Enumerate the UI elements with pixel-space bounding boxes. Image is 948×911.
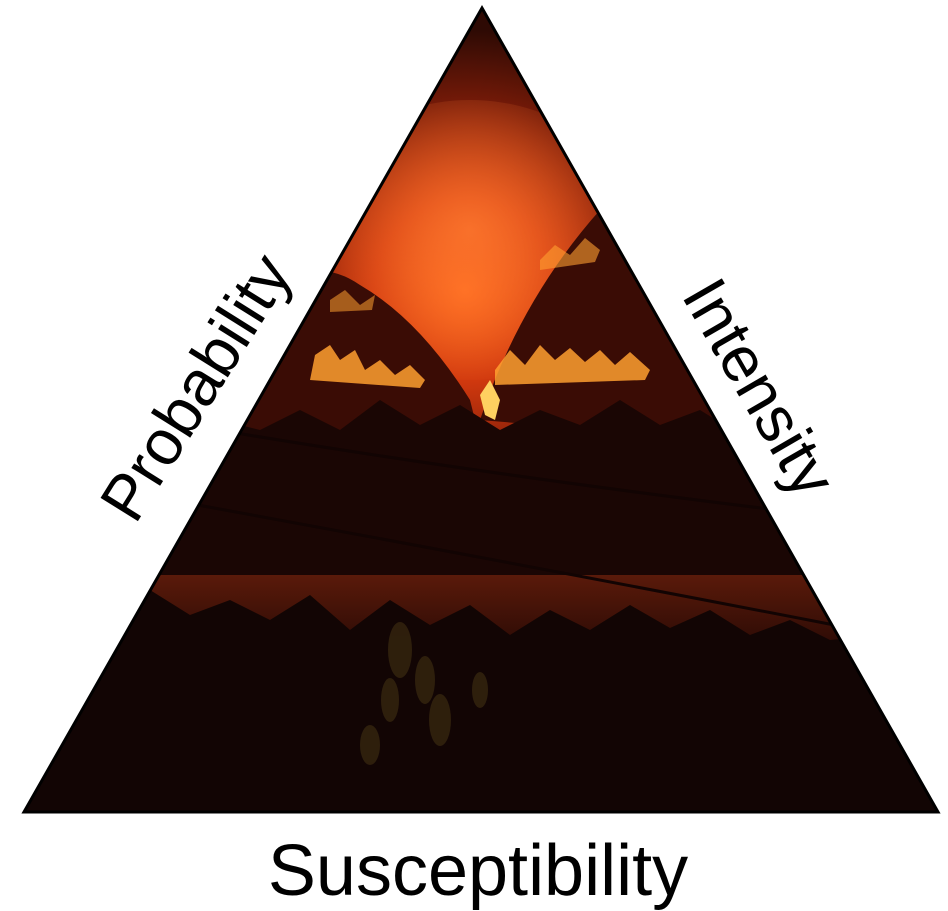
flame-lines — [310, 238, 650, 420]
forest-band — [24, 400, 938, 590]
label-susceptibility: Susceptibility — [268, 831, 688, 911]
foreground-leaves — [360, 622, 488, 765]
triangle-outline — [21, 4, 941, 814]
